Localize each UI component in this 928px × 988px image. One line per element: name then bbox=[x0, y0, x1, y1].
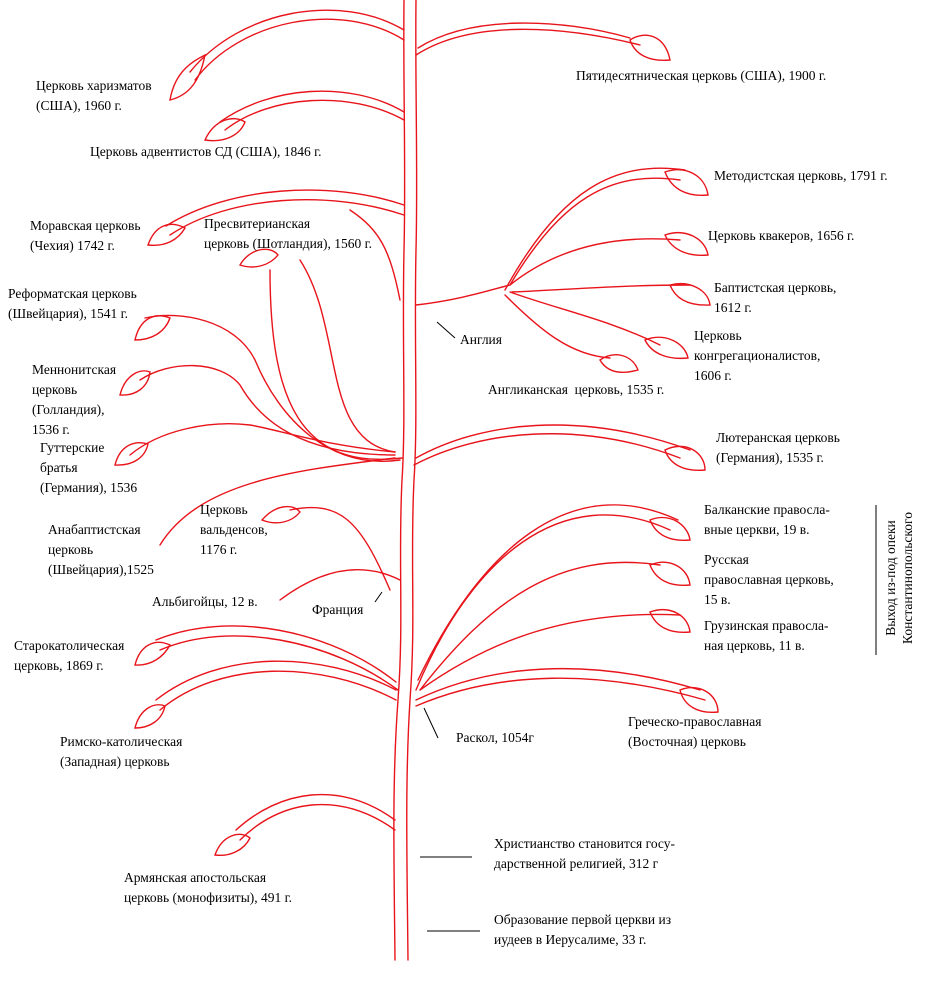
branch-adventist bbox=[224, 99, 405, 131]
label-methodist: Методистская церковь, 1791 г. bbox=[714, 168, 888, 183]
trunk-edge bbox=[406, 0, 418, 961]
label-georgian: Грузинская правосла- ная церковь, 11 в. bbox=[704, 618, 829, 653]
branch-moravian bbox=[169, 199, 405, 236]
france-pointer bbox=[374, 591, 383, 603]
label-first-church: Образование первой церкви из иудеев в Ие… bbox=[494, 912, 672, 947]
leaf bbox=[134, 704, 166, 729]
leaf bbox=[169, 53, 206, 101]
label-greek-orthodox: Греческо-православная (Восточная) церков… bbox=[628, 714, 762, 749]
label-congregational: Церковь конгрегационалистов, 1606 г. bbox=[694, 328, 821, 383]
label-charismatic: Церковь харизматов (США), 1960 г. bbox=[36, 78, 152, 113]
label-hutterite: Гуттерские братья (Германия), 1536 bbox=[40, 440, 138, 495]
england-pointer bbox=[436, 321, 456, 339]
leaf bbox=[114, 442, 149, 466]
branch-reformed bbox=[144, 314, 401, 462]
leaf bbox=[134, 315, 171, 341]
branch-charismatic bbox=[194, 18, 405, 81]
trunk bbox=[393, 0, 406, 961]
branch-balkan bbox=[415, 514, 671, 691]
branch-lutheran bbox=[413, 433, 681, 466]
branch-mennonite bbox=[139, 364, 396, 456]
label-england: Англия bbox=[460, 332, 502, 347]
label-lutheran: Лютеранская церковь (Германия), 1535 г. bbox=[716, 430, 840, 465]
leaf bbox=[664, 445, 706, 472]
leaf bbox=[649, 609, 691, 634]
label-moravian: Моравская церковь (Чехия) 1742 г. bbox=[30, 218, 141, 253]
label-old-catholic: Старокатолическая церковь, 1869 г. bbox=[14, 638, 125, 673]
label-armenian: Армянская апостольская церковь (монофизи… bbox=[124, 870, 293, 905]
branch-waldensian bbox=[289, 506, 391, 591]
leaf bbox=[238, 248, 279, 268]
leaf bbox=[629, 34, 671, 62]
leaf bbox=[649, 516, 691, 542]
leaf bbox=[664, 169, 709, 197]
branch-roman-catholic bbox=[159, 670, 397, 711]
leaf bbox=[260, 505, 301, 524]
branch-armenian bbox=[239, 803, 396, 841]
leaf bbox=[599, 354, 639, 373]
label-adventist: Церковь адвентистов СД (США), 1846 г. bbox=[90, 144, 322, 159]
label-france: Франция bbox=[312, 602, 364, 617]
branch-greek bbox=[415, 667, 701, 701]
leaf bbox=[119, 370, 151, 396]
leaf bbox=[203, 118, 246, 142]
leaf bbox=[664, 232, 709, 257]
label-roman-catholic: Римско-католическая (Западная) церковь bbox=[60, 734, 183, 769]
label-presbyterian: Пресвитерианская церковь (Шотландия), 15… bbox=[204, 216, 373, 251]
label-mennonite: Меннонитская церковь (Голландия), 1536 г… bbox=[32, 362, 117, 437]
leaf bbox=[644, 336, 689, 360]
label-constantinople-side: Выход из-под опеки Константинопольского bbox=[883, 512, 915, 644]
label-balkan: Балканские правосла- вные церкви, 19 в. bbox=[704, 502, 830, 537]
label-schism: Раскол, 1054г bbox=[456, 730, 534, 745]
branch-pentecostal bbox=[415, 28, 641, 56]
label-pentecostal: Пятидесятническая церковь (США), 1900 г. bbox=[576, 68, 827, 83]
branch-albigensian bbox=[279, 568, 401, 601]
label-state-religion: Христианство становится госу- дарственно… bbox=[494, 836, 675, 871]
branch-russian bbox=[419, 561, 661, 691]
leaf bbox=[147, 223, 186, 247]
label-anabaptist: Анабаптистская церковь (Швейцария),1525 bbox=[48, 522, 154, 577]
branch-old-catholic bbox=[159, 635, 399, 691]
branch-georgian bbox=[419, 613, 681, 691]
label-baptist: Баптистская церковь, 1612 г. bbox=[714, 280, 837, 315]
schism-pointer bbox=[423, 707, 439, 739]
label-quaker: Церковь квакеров, 1656 г. bbox=[708, 228, 855, 243]
label-reformed: Реформатская церковь (Швейцария), 1541 г… bbox=[8, 286, 137, 321]
label-albigensian: Альбигойцы, 12 в. bbox=[152, 594, 258, 609]
branch-england bbox=[415, 284, 511, 306]
leaf bbox=[649, 561, 691, 587]
leaf bbox=[134, 641, 171, 666]
branch-anabaptist bbox=[159, 457, 396, 546]
label-russian: Русская православная церковь, 15 в. bbox=[704, 552, 834, 607]
label-waldensian: Церковь вальденсов, 1176 г. bbox=[200, 502, 268, 557]
branch-presbyterian bbox=[269, 269, 403, 460]
leaf bbox=[669, 283, 711, 306]
branch-hutterite bbox=[129, 423, 396, 456]
leaf bbox=[214, 833, 251, 857]
leaf bbox=[679, 686, 719, 713]
label-anglican: Англиканская церковь, 1535 г. bbox=[488, 382, 665, 397]
